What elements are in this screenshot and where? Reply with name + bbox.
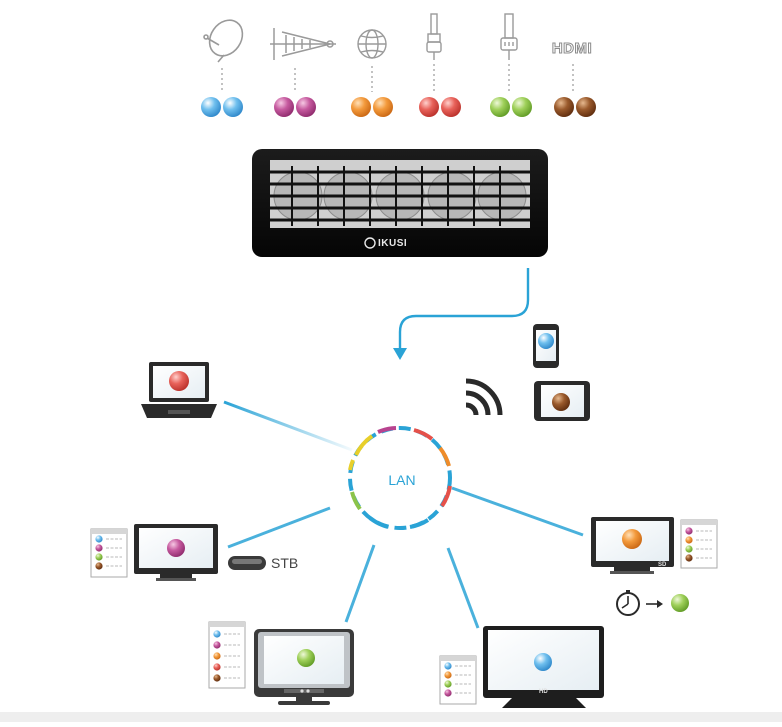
sd-badge: SD — [658, 562, 667, 568]
tv-left-device — [134, 524, 218, 581]
recorded-channel-dot — [671, 594, 689, 612]
set-top-box-device — [228, 556, 266, 570]
lan-ring-colors — [348, 426, 452, 529]
channel-list-bottom-left — [208, 621, 246, 689]
hd-badge: HD — [539, 689, 548, 695]
brand-logo: IKUSI — [378, 238, 408, 249]
channel-list-left — [90, 528, 128, 578]
bottom-bar — [0, 712, 782, 722]
arrow-right-icon — [646, 600, 663, 608]
timer-icon — [616, 590, 640, 616]
input-leaders — [221, 64, 574, 92]
tv-hd-device — [483, 626, 604, 708]
hdmi-label: HDMI — [551, 40, 593, 58]
lan-ring — [348, 426, 452, 530]
terrestrial-antenna-icon — [270, 28, 336, 60]
tv-bottom-left-device — [254, 629, 354, 705]
input-channel-dots — [201, 97, 596, 117]
smartphone-device — [533, 324, 559, 368]
channel-list-bottom-right — [439, 655, 477, 705]
ip-globe-icon — [357, 29, 387, 59]
ethernet-connector-icon — [500, 13, 518, 60]
headend-unit — [252, 149, 548, 257]
tv-sd-device — [591, 517, 674, 574]
stb-label: STB — [271, 555, 299, 571]
channel-list-right — [680, 519, 718, 569]
downlink-arrow-icon — [393, 348, 407, 360]
satellite-dish-icon — [203, 19, 244, 63]
lan-spokes — [223, 400, 584, 629]
wifi-signal-icon — [465, 378, 503, 416]
coaxial-connector-icon — [426, 13, 442, 60]
headend-to-lan-cable — [398, 268, 530, 350]
tablet-device — [534, 381, 590, 421]
laptop-device — [141, 362, 217, 418]
lan-label: LAN — [388, 472, 416, 488]
